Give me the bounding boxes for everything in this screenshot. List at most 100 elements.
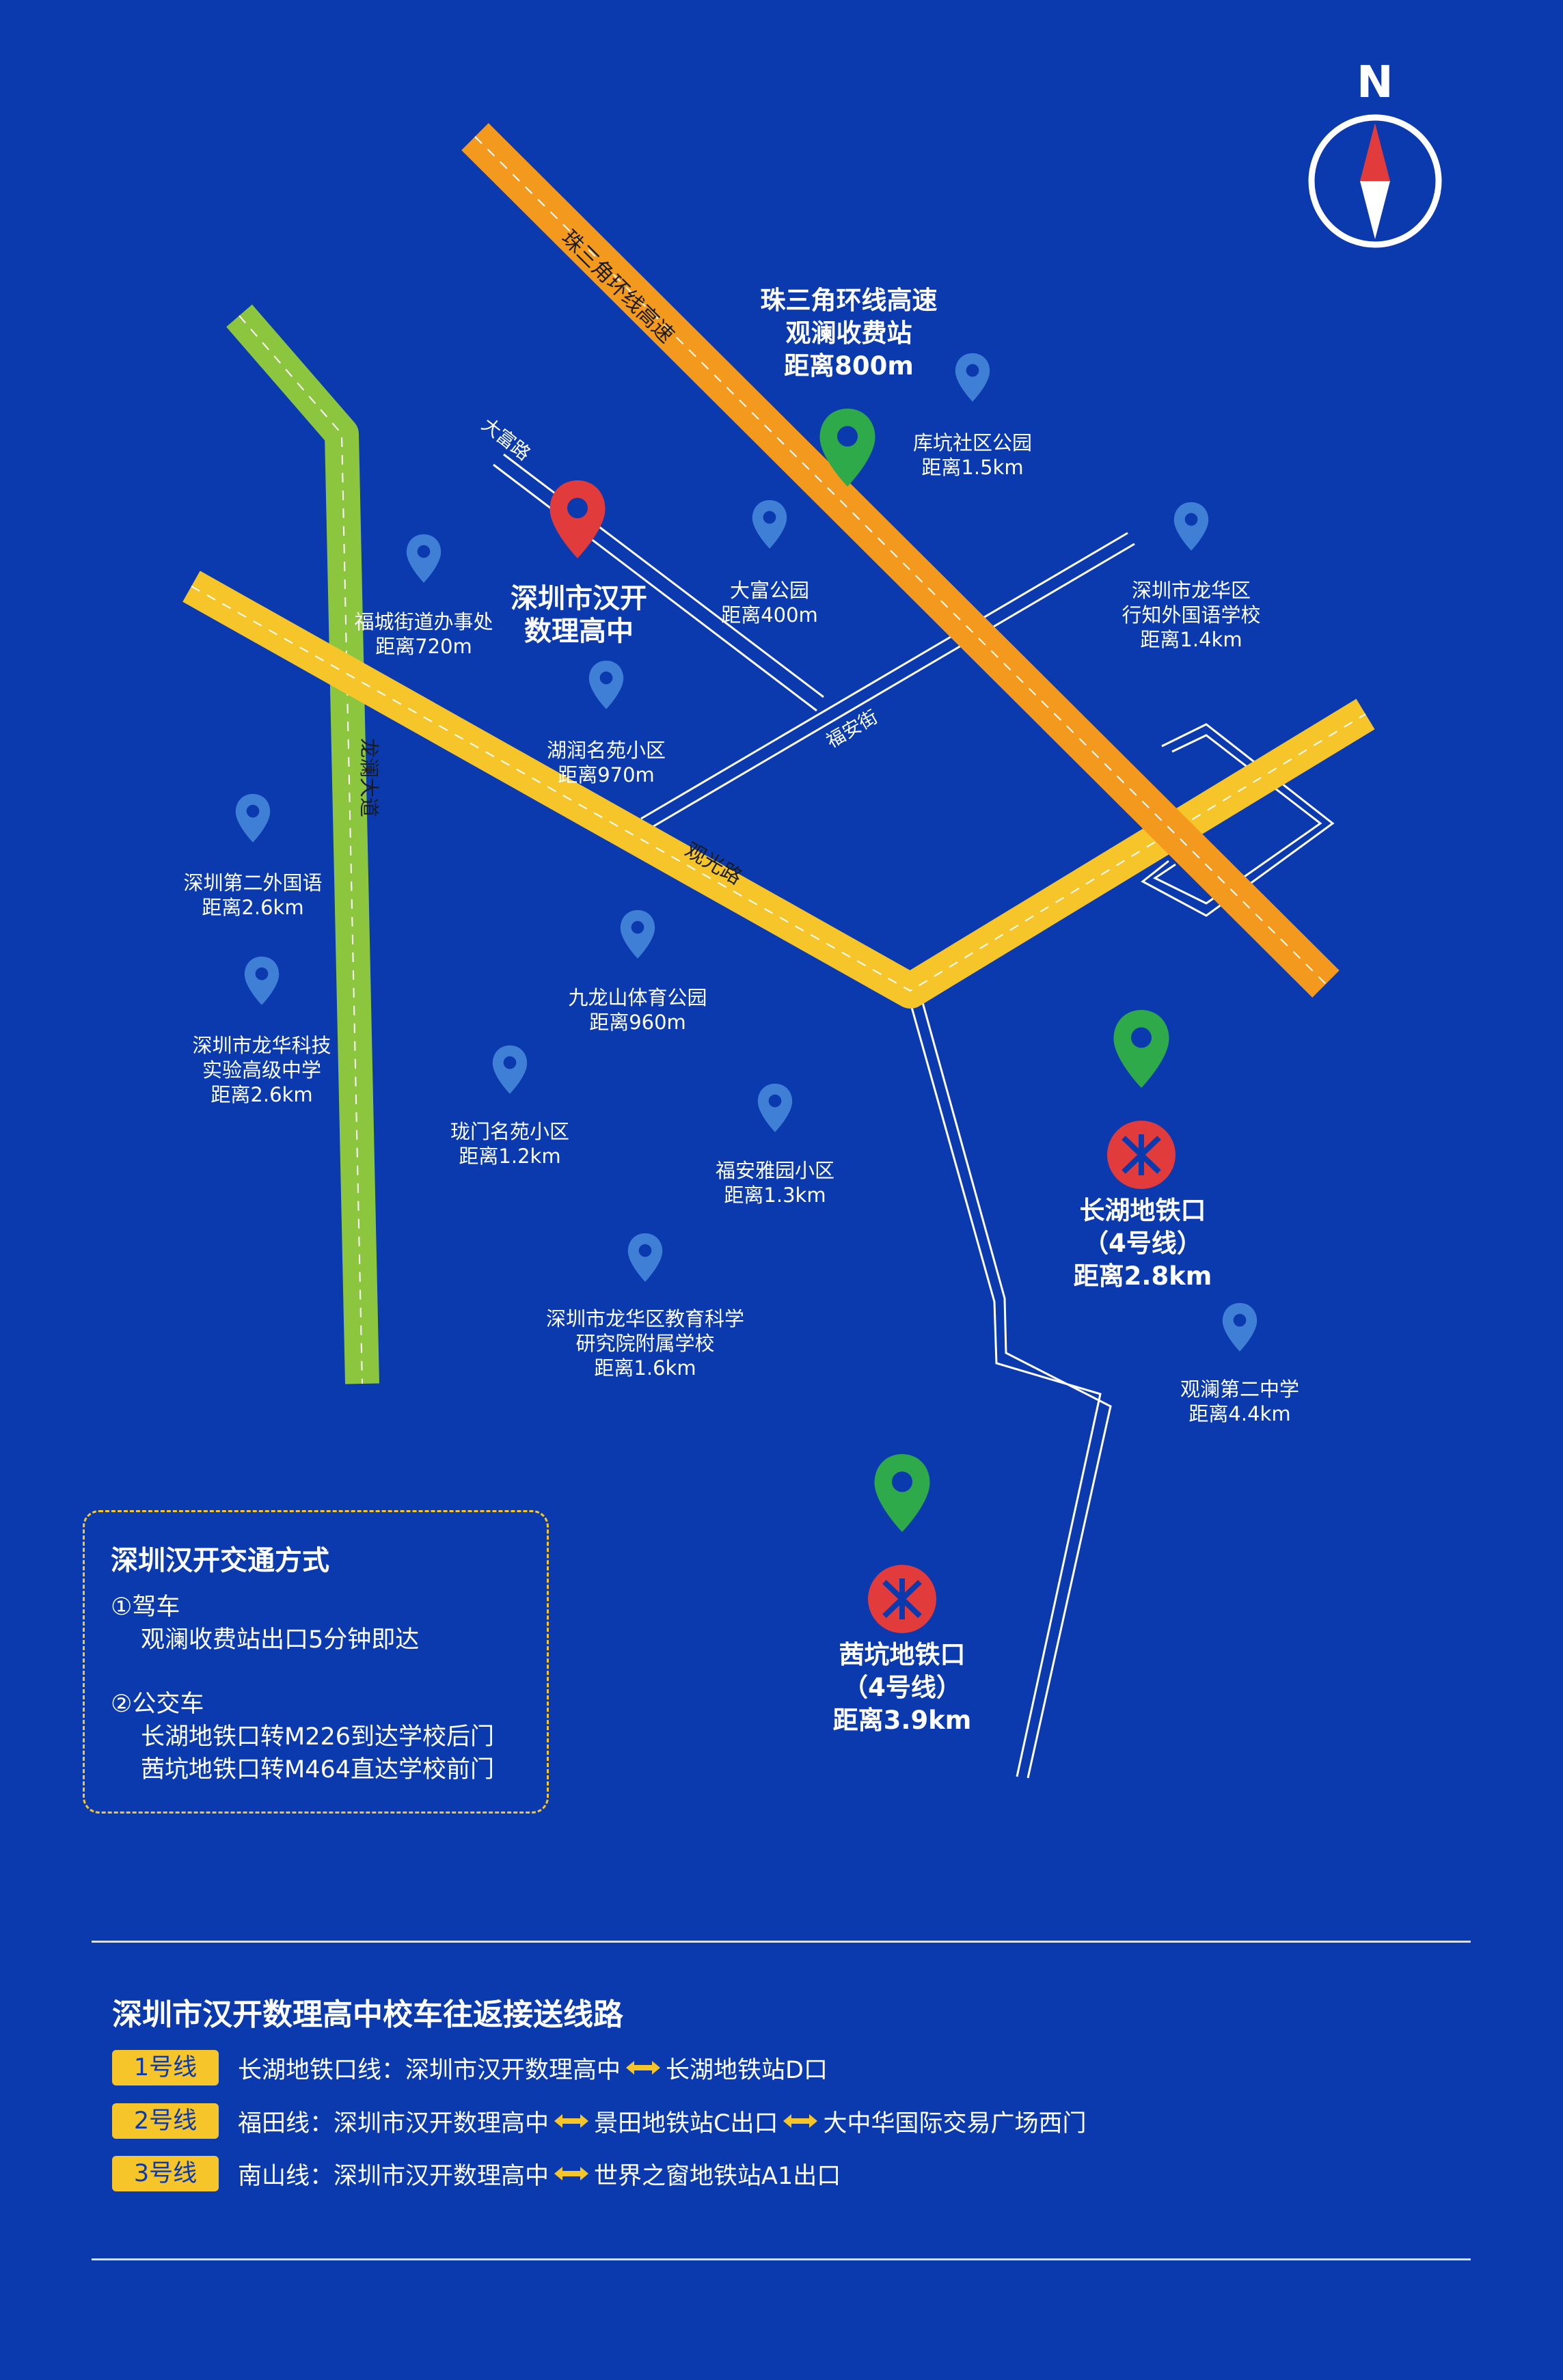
poi-name: 珑门名苑小区 xyxy=(450,1120,570,1143)
poi-name: 湖润名苑小区 xyxy=(546,739,666,762)
poi-distance: 距离1.3km xyxy=(724,1184,826,1207)
shuttle-route-1: 1号线 长湖地铁口线： 深圳市汉开数理高中 长湖地铁站D口 xyxy=(112,2049,828,2087)
poi-education-research-school: 深圳市龙华区教育科学 研究院附属学校 距离1.6km xyxy=(546,1307,744,1380)
changhu-metro-label: 长湖地铁口 （4号线） 距离2.8km xyxy=(1074,1194,1212,1293)
poi-distance: 距离960m xyxy=(589,1011,686,1034)
poi-distance: 距离970m xyxy=(558,763,655,787)
toll-station-line1: 珠三角环线高速 xyxy=(760,286,938,315)
drive-desc: 观澜收费站出口5分钟即达 xyxy=(141,1626,420,1654)
route-tag: 1号线 xyxy=(112,2050,219,2085)
route-tag: 2号线 xyxy=(112,2103,219,2139)
school-pin-icon xyxy=(549,480,606,558)
metro-name: 茜坑地铁口 xyxy=(839,1640,966,1669)
bus-desc-1: 长湖地铁口转M226到达学校后门 xyxy=(141,1723,495,1751)
metro-name: 长湖地铁口 xyxy=(1079,1196,1206,1225)
xikeng-metro-logo-icon xyxy=(868,1565,936,1633)
expressway-road xyxy=(461,123,1340,998)
poi-pin-icon xyxy=(406,534,441,583)
shuttle-route-3: 3号线 南山线： 深圳市汉开数理高中 世界之窗地铁站A1出口 xyxy=(112,2155,841,2193)
double-arrow-icon xyxy=(783,2114,818,2128)
metro-line: （4号线） xyxy=(843,1673,962,1702)
poi-name: 九龙山体育公园 xyxy=(568,986,707,1009)
poi-name-line2: 实验高级中学 xyxy=(202,1058,322,1082)
poi-second-foreign-language: 深圳第二外国语 距离2.6km xyxy=(183,871,322,920)
poi-pin-icon xyxy=(492,1045,528,1094)
compass-north-label: N xyxy=(1357,57,1394,108)
divider-top xyxy=(92,1941,1471,1943)
poi-distance: 距离4.4km xyxy=(1188,1402,1291,1425)
poi-distance: 距离1.6km xyxy=(594,1356,696,1380)
poi-pin-icon xyxy=(627,1233,663,1282)
transport-info-box: 深圳汉开交通方式 ①驾车 观澜收费站出口5分钟即达 ②公交车 长湖地铁口转M22… xyxy=(83,1510,549,1814)
poi-pin-icon xyxy=(955,353,990,402)
longlan-avenue-label-1: 龙澜大道 xyxy=(357,738,381,817)
poi-longhua-tech-school: 深圳市龙华科技 实验高级中学 距离2.6km xyxy=(192,1033,331,1107)
metro-distance: 距离2.8km xyxy=(1073,1261,1212,1291)
poi-pin-icon xyxy=(235,793,271,843)
xikeng-metro-pin-icon xyxy=(874,1454,930,1532)
fuan-street-label: 福安街 xyxy=(823,707,882,752)
poi-name: 观澜第二中学 xyxy=(1180,1378,1300,1401)
shuttle-title: 深圳市汉开数理高中校车往返接送线路 xyxy=(112,1997,623,2032)
route-stop: 大中华国际交易广场西门 xyxy=(823,2109,1087,2137)
double-arrow-icon xyxy=(554,2114,589,2128)
poi-name: 深圳市龙华区 xyxy=(1131,579,1251,602)
changhu-metro-logo-icon xyxy=(1107,1121,1175,1189)
poi-pin-icon xyxy=(1173,502,1209,551)
poi-pin-icon xyxy=(757,1083,793,1132)
toll-station-line2: 观澜收费站 xyxy=(785,318,912,348)
poi-distance: 距离1.4km xyxy=(1140,628,1242,651)
toll-station-line3: 距离800m xyxy=(784,351,914,381)
route-stop: 深圳市汉开数理高中 xyxy=(405,2056,621,2084)
route-name: 长湖地铁口线： xyxy=(238,2056,406,2084)
poi-longmen-community: 珑门名苑小区 距离1.2km xyxy=(450,1119,569,1168)
poi-name: 深圳市龙华科技 xyxy=(192,1034,331,1057)
route-stop: 深圳市汉开数理高中 xyxy=(334,2162,549,2190)
poi-name-line2: 行知外国语学校 xyxy=(1122,603,1261,627)
xikeng-metro-label: 茜坑地铁口 （4号线） 距离3.9km xyxy=(833,1639,972,1737)
double-arrow-icon xyxy=(626,2061,661,2075)
poi-dafu-park: 大富公园 距离400m xyxy=(721,578,818,627)
poi-distance: 距离2.6km xyxy=(210,1083,313,1106)
double-arrow-icon xyxy=(554,2167,589,2180)
compass-icon xyxy=(1308,114,1442,248)
drive-label: ①驾车 xyxy=(111,1593,180,1621)
poi-distance: 距离720m xyxy=(375,635,472,658)
poi-pin-icon xyxy=(620,909,655,959)
changhu-metro-pin-icon xyxy=(1113,1010,1169,1088)
poi-name: 深圳市龙华区教育科学 xyxy=(545,1307,745,1330)
poi-pin-icon xyxy=(1222,1302,1258,1352)
poi-distance: 距离2.6km xyxy=(202,896,304,919)
guanguang-road xyxy=(182,571,1375,1009)
route-stop: 长湖地铁站D口 xyxy=(666,2056,828,2084)
poi-name-line2: 研究院附属学校 xyxy=(575,1332,715,1355)
poi-fucheng-office: 福城街道办事处 距离720m xyxy=(354,610,493,659)
poi-xingzhi-school: 深圳市龙华区 行知外国语学校 距离1.4km xyxy=(1122,578,1260,652)
poi-distance: 距离1.5km xyxy=(921,456,1024,479)
poi-name: 福安雅园小区 xyxy=(715,1159,835,1182)
shuttle-route-2: 2号线 福田线： 深圳市汉开数理高中 景田地铁站C出口 大中华国际交易广场西门 xyxy=(112,2102,1087,2140)
poi-name: 大富公园 xyxy=(729,579,810,602)
poi-guanlan-second-middle: 观澜第二中学 距离4.4km xyxy=(1180,1377,1299,1426)
poi-distance: 距离400m xyxy=(721,603,818,627)
longlan-avenue xyxy=(226,304,379,1384)
toll-station-label: 珠三角环线高速 观澜收费站 距离800m xyxy=(761,284,938,383)
route-stop: 深圳市汉开数理高中 xyxy=(334,2109,549,2137)
expressway-road-label: 珠三角环线高速 xyxy=(556,225,679,348)
poi-name: 福城街道办事处 xyxy=(354,610,493,633)
route-stop: 景田地铁站C出口 xyxy=(594,2109,778,2137)
poi-pin-icon xyxy=(752,500,787,549)
poi-pin-icon xyxy=(244,956,280,1005)
route-name: 福田线： xyxy=(238,2109,334,2137)
route-tag: 3号线 xyxy=(112,2156,219,2191)
poi-distance: 距离1.2km xyxy=(459,1145,561,1168)
school-name-line1: 深圳市汉开 xyxy=(511,583,647,614)
poi-fuan-garden: 福安雅园小区 距离1.3km xyxy=(716,1158,834,1207)
route-stop: 世界之窗地铁站A1出口 xyxy=(594,2162,841,2190)
metro-distance: 距离3.9km xyxy=(832,1706,972,1735)
poi-name: 深圳第二外国语 xyxy=(183,871,323,894)
school-name-line2: 数理高中 xyxy=(524,616,634,647)
poi-name: 库坑社区公园 xyxy=(912,431,1033,454)
divider-bottom xyxy=(92,2258,1471,2260)
